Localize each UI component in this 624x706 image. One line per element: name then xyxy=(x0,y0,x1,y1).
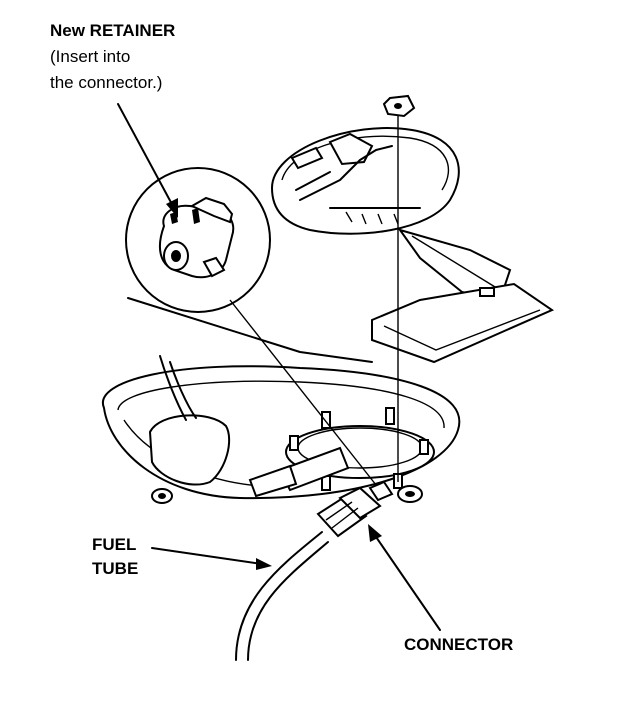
fuel-tube-arrow xyxy=(151,547,272,570)
tank-panel-edge xyxy=(127,297,373,363)
pump-lid xyxy=(270,127,555,364)
fuel-tube-label-line1: FUEL xyxy=(92,535,137,554)
mounting-nut-left xyxy=(151,488,173,504)
detail-leader-line xyxy=(229,299,381,491)
fuel-tube-label-line2: TUBE xyxy=(92,559,139,578)
retainer-note-line2: the connector.) xyxy=(50,73,163,92)
pump-flange-ring xyxy=(248,407,435,498)
connector-arrow xyxy=(368,524,441,631)
retainer-arrow xyxy=(117,103,178,218)
retainer-detail-circle xyxy=(125,167,271,313)
fuel-tube xyxy=(235,531,329,661)
mounting-nut-right xyxy=(397,485,423,503)
connector-label: CONNECTOR xyxy=(404,635,514,654)
fuel-pump-unit xyxy=(148,355,231,486)
fuel-connector xyxy=(316,480,394,538)
lid-nut xyxy=(382,94,416,482)
retainer-note-line1: (Insert into xyxy=(50,47,131,66)
retainer-label: New RETAINER xyxy=(50,21,176,40)
